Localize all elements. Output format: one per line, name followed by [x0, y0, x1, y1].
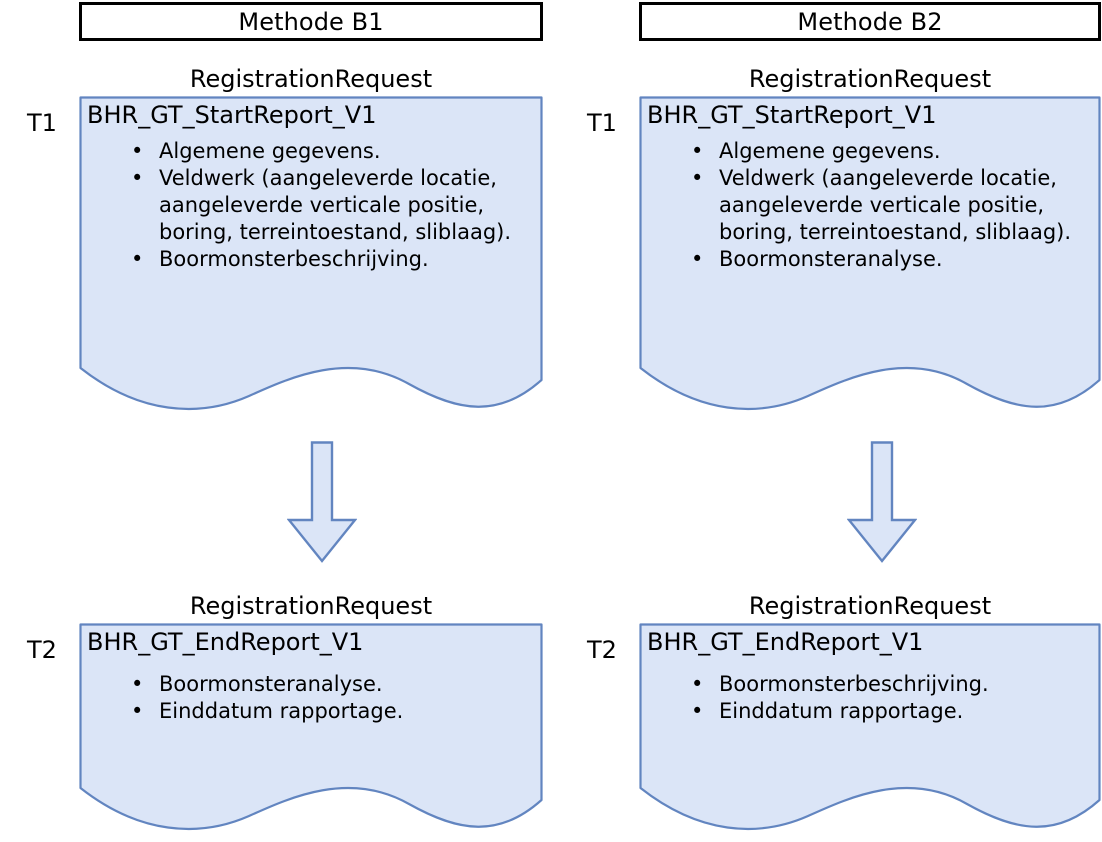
list-item: Boormonsterbeschrijving.: [691, 671, 1091, 698]
list-item: Boormonsteranalyse.: [691, 246, 1091, 273]
document-title-b1-t2: BHR_GT_EndReport_V1: [87, 628, 364, 656]
document-content-b2-t2: BHR_GT_EndReport_V1 Boormonsterbeschrijv…: [639, 623, 1101, 725]
flow-arrow-b1: [286, 441, 358, 563]
doc-caption-b1-t2: RegistrationRequest: [189, 592, 433, 620]
time-label-b1-t2: T2: [27, 636, 57, 664]
time-label-b2-t2: T2: [587, 636, 617, 664]
document-item-list-b2-t1: Algemene gegevens. Veldwerk (aangeleverd…: [647, 138, 1091, 273]
document-content-b1-t1: BHR_GT_StartReport_V1 Algemene gegevens.…: [79, 96, 543, 273]
list-item: Boormonsteranalyse.: [131, 671, 533, 698]
doc-caption-b1-t1: RegistrationRequest: [189, 65, 433, 93]
list-item: Algemene gegevens.: [691, 138, 1091, 165]
document-title-b2-t2: BHR_GT_EndReport_V1: [647, 628, 924, 656]
arrow-down-icon: [286, 441, 358, 563]
document-content-b1-t2: BHR_GT_EndReport_V1 Boormonsteranalyse. …: [79, 623, 543, 725]
document-shape-b1-t2: BHR_GT_EndReport_V1 Boormonsteranalyse. …: [79, 623, 543, 842]
list-item: Algemene gegevens.: [131, 138, 533, 165]
document-item-list-b2-t2: Boormonsterbeschrijving. Einddatum rappo…: [647, 671, 1091, 725]
doc-caption-b2-t1: RegistrationRequest: [748, 65, 992, 93]
document-shape-b1-t1: BHR_GT_StartReport_V1 Algemene gegevens.…: [79, 96, 543, 422]
time-label-b1-t1: T1: [27, 109, 57, 137]
list-item: Einddatum rapportage.: [131, 698, 533, 725]
doc-caption-b2-t2: RegistrationRequest: [748, 592, 992, 620]
method-header-b2: Methode B2: [639, 2, 1101, 41]
list-item: Veldwerk (aangeleverde locatie, aangelev…: [691, 165, 1091, 246]
document-title-b2-t1: BHR_GT_StartReport_V1: [647, 101, 937, 129]
time-label-b2-t1: T1: [587, 109, 617, 137]
document-title-b1-t1: BHR_GT_StartReport_V1: [87, 101, 377, 129]
list-item: Einddatum rapportage.: [691, 698, 1091, 725]
document-item-list-b1-t1: Algemene gegevens. Veldwerk (aangeleverd…: [87, 138, 533, 273]
flow-arrow-b2: [846, 441, 918, 563]
document-content-b2-t1: BHR_GT_StartReport_V1 Algemene gegevens.…: [639, 96, 1101, 273]
document-shape-b2-t2: BHR_GT_EndReport_V1 Boormonsterbeschrijv…: [639, 623, 1101, 842]
document-shape-b2-t1: BHR_GT_StartReport_V1 Algemene gegevens.…: [639, 96, 1101, 422]
list-item: Boormonsterbeschrijving.: [131, 246, 533, 273]
arrow-down-icon: [846, 441, 918, 563]
document-item-list-b1-t2: Boormonsteranalyse. Einddatum rapportage…: [87, 671, 533, 725]
method-header-b1: Methode B1: [79, 2, 543, 41]
list-item: Veldwerk (aangeleverde locatie, aangelev…: [131, 165, 533, 246]
